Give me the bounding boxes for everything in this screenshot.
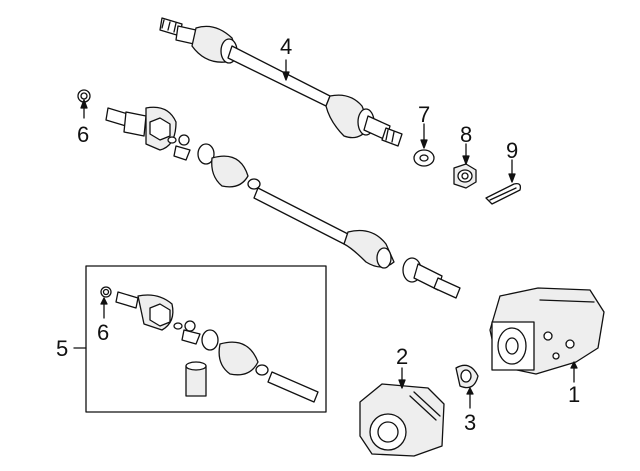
- callout-4: 4: [280, 34, 292, 59]
- callout-6-upper: 6: [77, 122, 89, 147]
- kit-5-box: [85, 265, 327, 413]
- washer-7[interactable]: [414, 150, 434, 166]
- callout-1: 1: [568, 382, 580, 407]
- callout-5: 5: [56, 336, 68, 361]
- kit-5-parts[interactable]: [101, 287, 318, 402]
- axle-nut[interactable]: [454, 164, 476, 188]
- callout-9: 9: [506, 138, 518, 163]
- callout-3: 3: [464, 410, 476, 435]
- seal-3[interactable]: [456, 365, 478, 387]
- cotter-pin[interactable]: [486, 184, 520, 204]
- differential-housing[interactable]: [490, 288, 604, 374]
- callout-6-lower: 6: [97, 320, 109, 345]
- upper-axle-shaft[interactable]: [160, 18, 402, 146]
- washer-ring-upper[interactable]: [78, 90, 90, 102]
- mount-bracket[interactable]: [360, 384, 444, 456]
- lower-axle-assembly[interactable]: [106, 107, 460, 298]
- leader-lines: [73, 59, 578, 409]
- callout-8: 8: [460, 122, 472, 147]
- callout-7: 7: [418, 102, 430, 127]
- callout-labels: 4 6 7 8 9 5 6 2 3 1: [56, 34, 580, 435]
- callout-2: 2: [396, 344, 408, 369]
